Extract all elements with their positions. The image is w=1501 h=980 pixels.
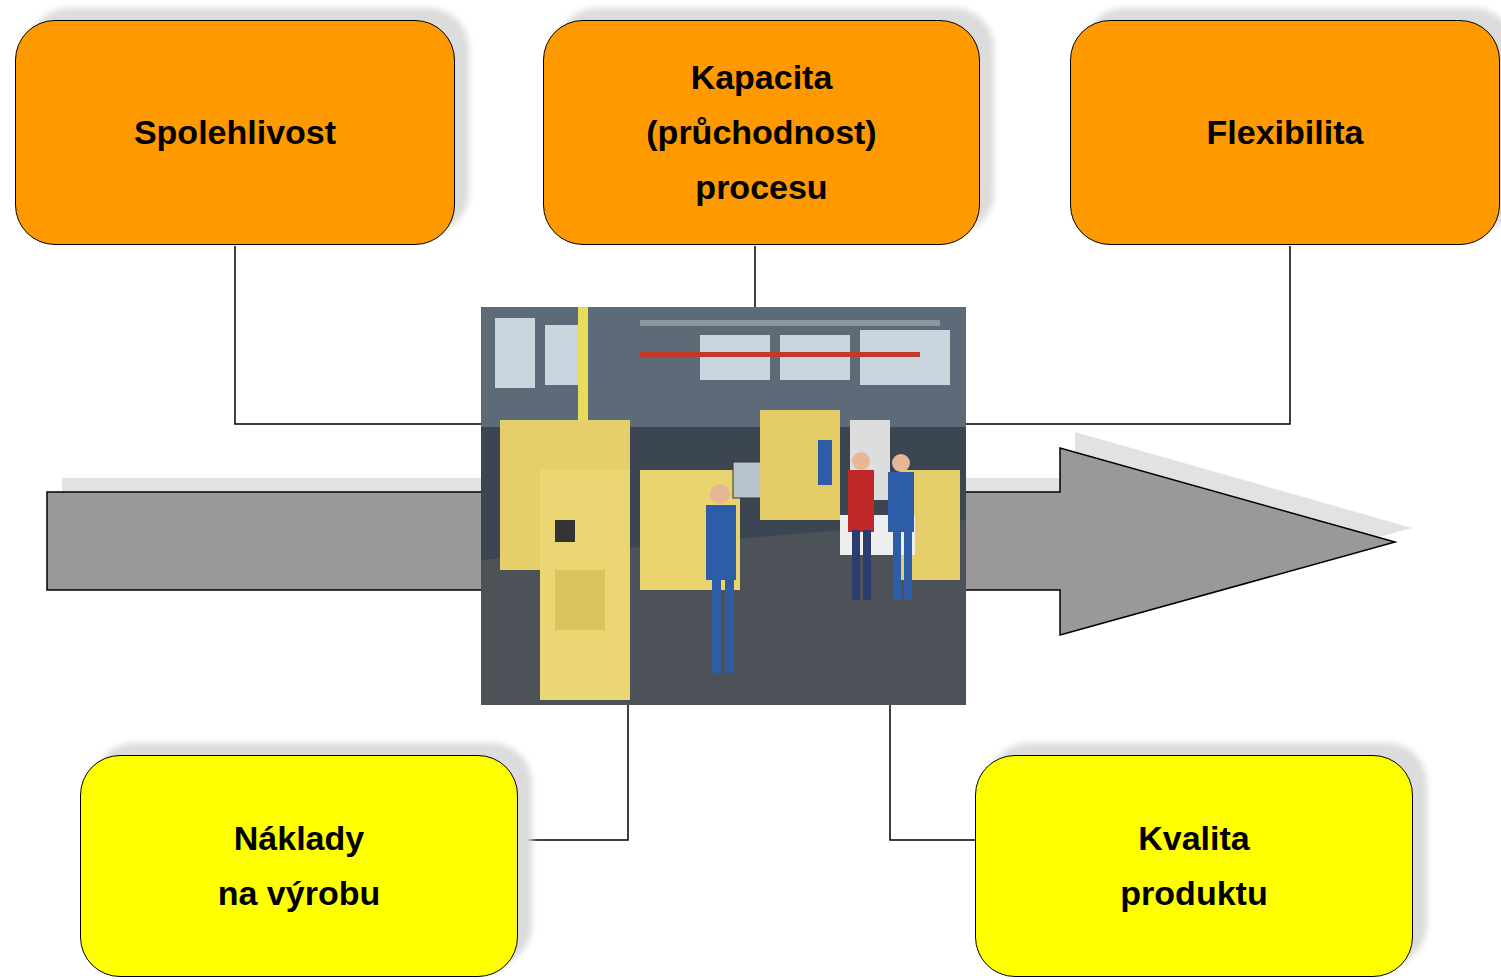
box-label: Kvalita produktu: [1108, 811, 1280, 921]
box-label: Spolehlivost: [134, 105, 336, 160]
outcome-box: Kvalita produktu: [975, 755, 1413, 977]
box-label: Flexibilita: [1207, 105, 1364, 160]
factory-photo: [481, 307, 966, 705]
box-label: Kapacita (průchodnost) procesu: [637, 50, 887, 215]
quality-factor-box: Kapacita (průchodnost) procesu: [543, 20, 980, 245]
leader-lines: [235, 246, 1290, 840]
box-label: Náklady na výrobu: [213, 811, 385, 921]
outcome-box: Náklady na výrobu: [80, 755, 518, 977]
quality-factor-box: Spolehlivost: [15, 20, 455, 245]
quality-factor-box: Flexibilita: [1070, 20, 1500, 245]
